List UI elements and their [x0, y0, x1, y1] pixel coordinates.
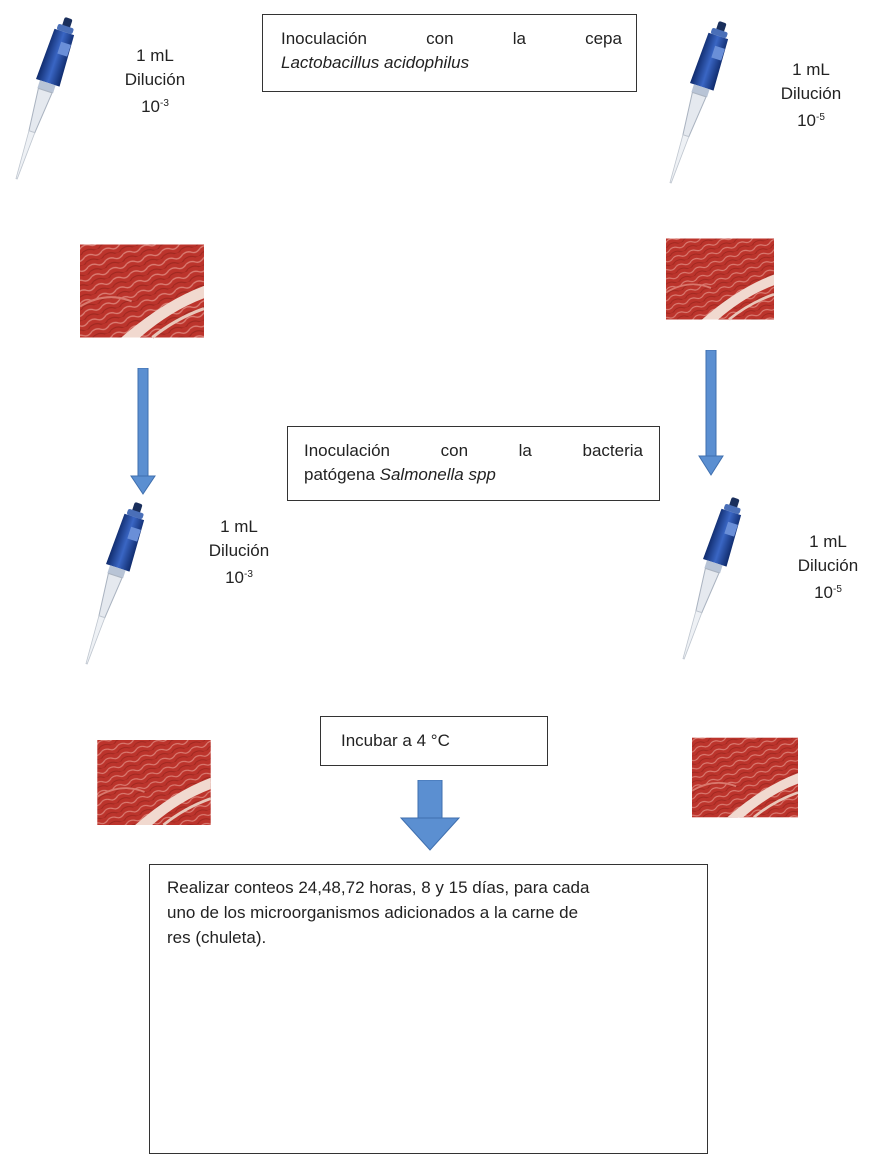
- arrow-down-icon: [399, 780, 461, 852]
- arrow-head: [131, 476, 155, 494]
- box-line-1: Inoculación con la cepa: [281, 27, 622, 51]
- box-line-1: Inoculación con la bacteria: [304, 439, 643, 463]
- dilution-word: Dilución: [783, 554, 872, 578]
- box-line-2: patógena Salmonella spp: [304, 463, 643, 487]
- arrow-shaft: [706, 350, 716, 460]
- counts-box: Realizar conteos 24,48,72 horas, 8 y 15 …: [149, 864, 708, 1154]
- dilution-value: 10-3: [194, 563, 284, 590]
- arrow-down-icon: [130, 368, 156, 495]
- word: con: [441, 439, 468, 463]
- counts-line: uno de los microorganismos adicionados a…: [167, 900, 707, 925]
- counts-line: res (chuleta).: [167, 925, 707, 950]
- word: cepa: [585, 27, 622, 51]
- dilution-value: 10-5: [766, 106, 856, 133]
- arrow-head: [401, 818, 459, 850]
- dilution-value: 10-3: [110, 92, 200, 119]
- volume: 1 mL: [110, 44, 200, 68]
- dilution-word: Dilución: [110, 68, 200, 92]
- arrow-shaft: [418, 780, 442, 818]
- arrow-shaft: [138, 368, 148, 480]
- word: la: [513, 27, 526, 51]
- incubate-box: Incubar a 4 °C: [320, 716, 548, 766]
- dilution-label-mid-left: 1 mL Dilución 10-3: [194, 515, 284, 590]
- meat-steak-icon: [80, 243, 204, 339]
- dilution-label-mid-right: 1 mL Dilución 10-5: [783, 530, 872, 605]
- dilution-value: 10-5: [783, 578, 872, 605]
- volume: 1 mL: [194, 515, 284, 539]
- pipette-icon: [8, 10, 78, 185]
- word: Inoculación: [304, 439, 390, 463]
- word: bacteria: [583, 439, 643, 463]
- arrow-head: [699, 456, 723, 475]
- word: la: [519, 439, 532, 463]
- incubate-text: Incubar a 4 °C: [341, 731, 450, 750]
- counts-line: Realizar conteos 24,48,72 horas, 8 y 15 …: [167, 875, 707, 900]
- dilution-label-top-right: 1 mL Dilución 10-5: [766, 58, 856, 133]
- meat-steak-icon: [692, 735, 798, 820]
- pipette-icon: [662, 14, 732, 189]
- word: con: [426, 27, 453, 51]
- species-name: Lactobacillus acidophilus: [281, 53, 469, 72]
- species-name: Salmonella spp: [380, 465, 496, 484]
- meat-steak-icon: [95, 740, 213, 825]
- meat-steak-icon: [666, 235, 774, 323]
- inoculation-lactobacillus-box: Inoculación con la cepa Lactobacillus ac…: [262, 14, 637, 92]
- dilution-word: Dilución: [766, 82, 856, 106]
- arrow-down-icon: [698, 350, 724, 476]
- pipette-icon: [78, 495, 148, 670]
- dilution-label-top-left: 1 mL Dilución 10-3: [110, 44, 200, 119]
- inoculation-salmonella-box: Inoculación con la bacteria patógena Sal…: [287, 426, 660, 501]
- dilution-word: Dilución: [194, 539, 284, 563]
- volume: 1 mL: [766, 58, 856, 82]
- volume: 1 mL: [783, 530, 872, 554]
- pipette-icon: [675, 490, 745, 665]
- word: Inoculación: [281, 27, 367, 51]
